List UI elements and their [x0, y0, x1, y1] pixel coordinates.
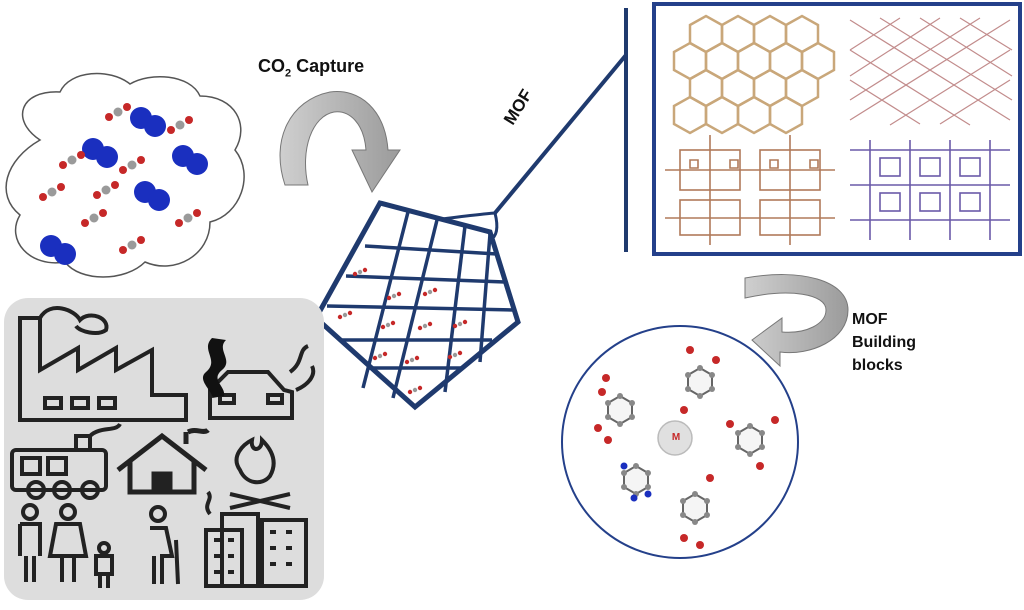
capture-net — [312, 53, 628, 411]
co2-capture-arrow — [279, 91, 401, 194]
smoke-icon — [202, 338, 227, 398]
mof-brown-framework — [665, 135, 835, 245]
pollution-sources-panel — [4, 298, 324, 600]
family-icon — [18, 503, 114, 588]
building-blocks-arrow — [744, 274, 849, 368]
building-blocks-circle — [561, 325, 799, 559]
elderly-person-icon — [149, 505, 180, 585]
building-blocks-line-1: MOF — [852, 311, 888, 328]
mof-building-blocks-label: MOF Building blocks — [852, 308, 916, 377]
house-icon — [116, 427, 210, 495]
mof-diamond-lattice — [849, 17, 1013, 126]
city-buildings-icon — [204, 490, 308, 588]
mof-structures-panel — [652, 2, 1022, 256]
fire-icon — [229, 435, 291, 510]
building-blocks-line-3: blocks — [852, 357, 903, 374]
train-icon — [10, 422, 122, 500]
co2-capture-label: CO2 Capture — [258, 56, 365, 80]
metal-node-label: M — [671, 432, 681, 443]
mof-honeycomb-structure — [672, 14, 836, 135]
mof-purple-framework — [850, 140, 1010, 240]
gas-cloud — [5, 72, 245, 278]
building-blocks-line-2: Building — [852, 334, 916, 351]
factory-icon — [18, 306, 188, 422]
